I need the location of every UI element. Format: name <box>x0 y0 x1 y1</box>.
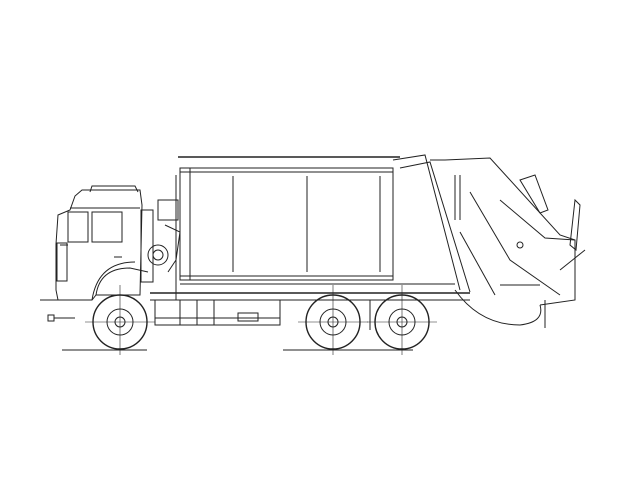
engine-area <box>140 175 181 300</box>
cab <box>40 185 149 322</box>
wheel-rear-2 <box>367 285 437 355</box>
cab-window-front <box>67 211 89 243</box>
cab-window-side <box>91 211 123 243</box>
wheel-rear-1 <box>298 285 368 355</box>
chassis-frame <box>150 292 470 330</box>
rear-compactor <box>392 154 586 328</box>
wheel-front <box>85 285 155 355</box>
body-container <box>178 156 455 285</box>
